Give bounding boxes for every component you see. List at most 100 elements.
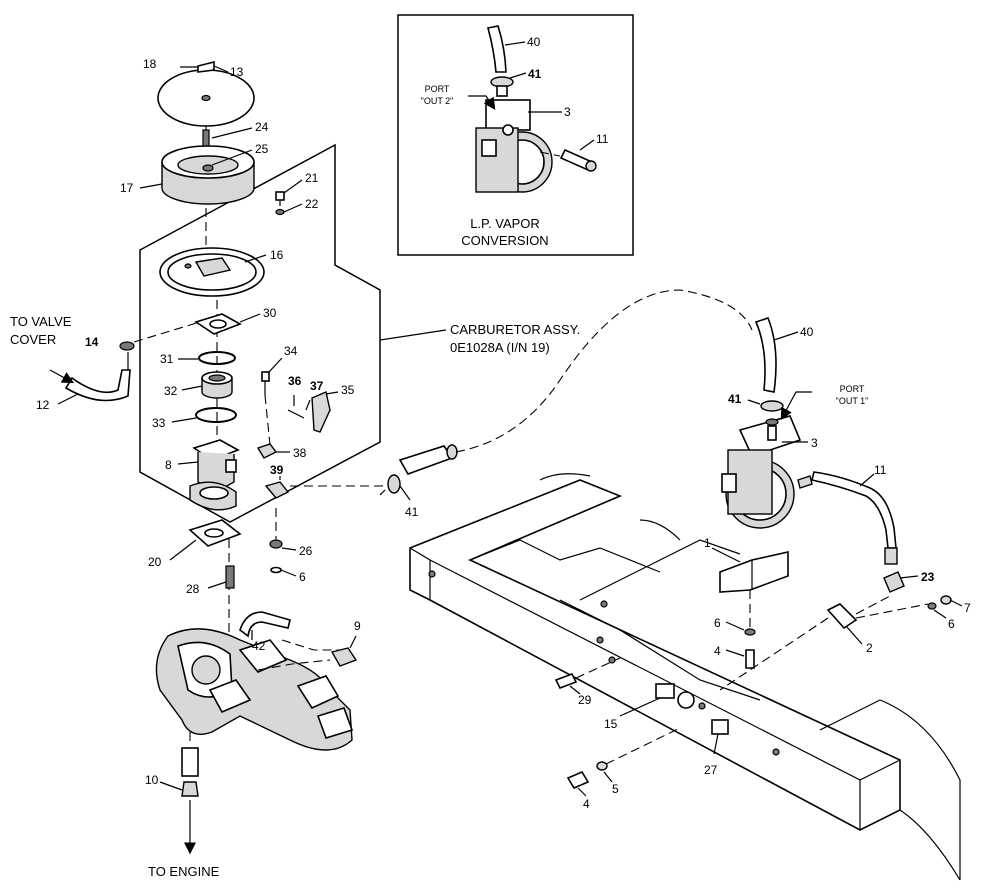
hose-40-inset (487, 25, 507, 73)
callout-11-inset: 11 (596, 132, 609, 146)
to-valve-cover-label-1: TO VALVE (10, 314, 72, 329)
lp-vapor-inset: 40 41 3 11 PORT "OUT 2" L.P. VAPOR CONVE… (397, 14, 634, 256)
bolt-4-bottom (566, 770, 590, 790)
callout-2: 2 (866, 641, 873, 655)
callout-34: 34 (284, 344, 298, 358)
callout-39: 39 (270, 463, 284, 477)
callout-12: 12 (36, 398, 50, 412)
callout-25: 25 (255, 142, 269, 156)
port-out1-label-1: PORT (840, 384, 865, 394)
washer-5 (596, 761, 608, 771)
screw-34 (261, 371, 270, 395)
callout-16: 16 (270, 248, 284, 262)
callout-3-main: 3 (811, 436, 818, 450)
callout-41-hose: 41 (405, 505, 419, 519)
callout-38: 38 (293, 446, 307, 460)
callout-41-inset: 41 (528, 67, 542, 81)
decal-15 (655, 683, 675, 699)
o-ring-31 (198, 351, 236, 365)
inset-frame (397, 14, 634, 256)
spacer (181, 747, 199, 777)
to-engine-label: TO ENGINE (148, 864, 220, 879)
fitting-38 (256, 443, 278, 459)
bolt-4-mid (745, 649, 755, 669)
callout-32: 32 (164, 384, 178, 398)
to-valve-cover-label-2: COVER (10, 332, 56, 347)
callout-23: 23 (921, 570, 935, 584)
callout-11-main: 11 (874, 463, 887, 477)
callout-15: 15 (604, 717, 618, 731)
stud-28 (225, 565, 235, 589)
callout-36: 36 (288, 374, 302, 388)
callout-24: 24 (255, 120, 269, 134)
tube-42 (239, 611, 291, 638)
nut-7 (940, 595, 952, 605)
frame (409, 473, 961, 881)
callout-14: 14 (85, 335, 99, 349)
fitting-39 (264, 481, 290, 499)
callout-4-mid: 4 (714, 644, 721, 658)
lp-vapor-title-1: L.P. VAPOR (470, 216, 540, 231)
callout-8: 8 (165, 458, 172, 472)
spring-36 (287, 409, 305, 419)
callout-33: 33 (152, 416, 166, 430)
hose-assembly-41 (387, 444, 458, 494)
clamp-14 (119, 341, 135, 351)
hose-12 (64, 369, 131, 402)
washer-6-left (270, 566, 282, 574)
manifold (155, 628, 354, 751)
callout-40-main: 40 (800, 325, 814, 339)
port-out2-label-1: PORT (425, 84, 450, 94)
hose-route (455, 289, 753, 453)
fitting-10 (181, 781, 199, 797)
callout-6-left: 6 (299, 570, 306, 584)
callout-26: 26 (299, 544, 313, 558)
regulator-3 (721, 415, 802, 529)
washer-6-right (927, 602, 937, 610)
o-ring-33 (195, 407, 237, 423)
screw-29 (554, 672, 578, 690)
callout-31: 31 (160, 352, 174, 366)
plate-2 (826, 603, 858, 630)
callout-28: 28 (186, 582, 200, 596)
callout-29: 29 (578, 693, 592, 707)
air-cleaner-base-16 (159, 247, 265, 297)
gasket-30 (194, 313, 242, 335)
air-filter-element-17 (161, 145, 255, 205)
carb-assy-label-2: 0E1028A (I/N 19) (450, 340, 550, 355)
fitting-41-main (760, 400, 784, 412)
callout-6-right: 6 (948, 617, 955, 631)
callout-20: 20 (148, 555, 162, 569)
arrow-to-valve-cover (49, 369, 75, 384)
callout-10: 10 (145, 773, 159, 787)
port-out2-label-2: "OUT 2" (421, 96, 454, 106)
gasket-20 (188, 519, 242, 547)
callout-40-inset: 40 (527, 35, 541, 49)
callout-5: 5 (612, 782, 619, 796)
callout-13: 13 (230, 65, 244, 79)
callout-37: 37 (310, 379, 324, 393)
callout-41-main: 41 (728, 392, 742, 406)
decal-27 (711, 719, 729, 735)
screw-21 (275, 191, 285, 216)
adapter-32 (201, 371, 233, 399)
callout-1: 1 (704, 536, 711, 550)
callout-21: 21 (305, 171, 319, 185)
elbow-23 (883, 571, 905, 593)
hose-40-main (754, 317, 777, 393)
port-out1-label-2: "OUT 1" (836, 396, 869, 406)
callout-18: 18 (143, 57, 157, 71)
callout-7: 7 (964, 601, 971, 615)
air-cleaner-cover-13 (157, 60, 255, 127)
callout-30: 30 (263, 306, 277, 320)
callout-9: 9 (354, 619, 361, 633)
bracket-1 (719, 551, 789, 593)
callout-22: 22 (305, 197, 319, 211)
callout-42: 42 (252, 639, 266, 653)
carburetor-body-8 (189, 439, 240, 511)
fitting-9 (330, 647, 358, 667)
callout-17: 17 (120, 181, 134, 195)
regulator-3-inset (475, 99, 553, 193)
nut-26 (269, 539, 283, 549)
